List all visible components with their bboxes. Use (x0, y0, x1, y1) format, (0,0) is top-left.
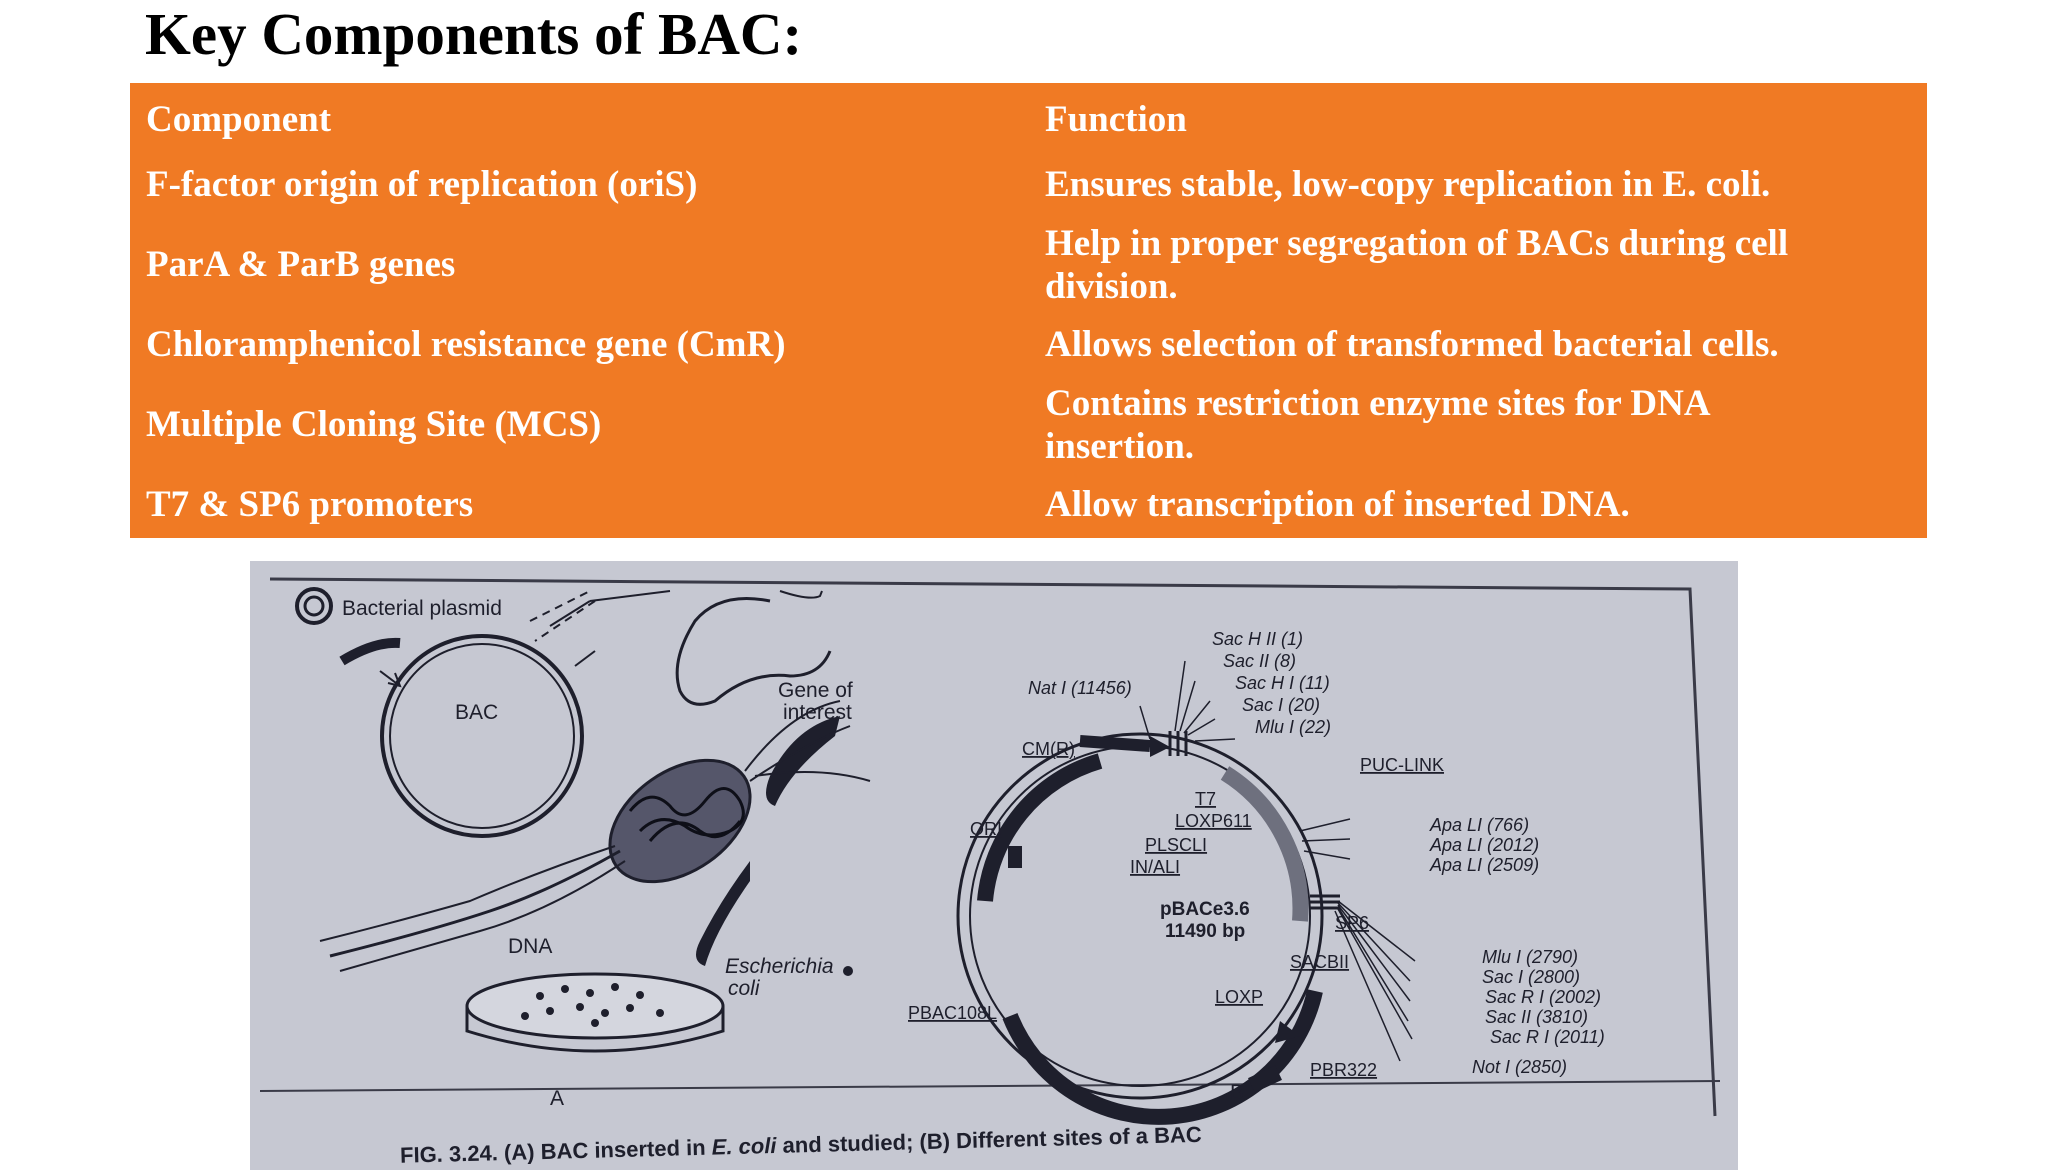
row-3-component: Chloramphenicol resistance gene (CmR) (146, 324, 786, 365)
pbace36-plasmid-map (956, 660, 1416, 1125)
legend-bacterial-plasmid: Bacterial plasmid (342, 597, 502, 620)
plasmid-name: pBACe3.6 (1160, 899, 1250, 920)
site-nat-i: Nat I (11456) (1028, 678, 1132, 698)
site-sac-ii-3810: Sac II (3810) (1485, 1007, 1588, 1027)
label-plscli: PLSCLI (1145, 835, 1207, 855)
row-3-function: Allows selection of transformed bacteria… (1045, 324, 1779, 365)
bac-figure-drawing: Bacterial plasmid BAC Gene of interest (259, 577, 1721, 1168)
components-table: Component Function F-factor origin of re… (130, 83, 1927, 538)
label-ori: ORI (970, 819, 1002, 839)
page-title: Key Components of BAC: (145, 1, 803, 67)
label-escherichia: Escherichia (725, 955, 834, 978)
site-sac-i: Sac I (20) (1242, 695, 1320, 715)
bac-plasmid-circle (380, 634, 584, 838)
row-1-function: Ensures stable, low-copy replication in … (1045, 164, 1771, 205)
label-part-a: A (550, 1087, 564, 1110)
site-mlu-i: Mlu I (22) (1255, 717, 1331, 737)
row-4-component: Multiple Cloning Site (MCS) (146, 404, 602, 445)
column-header-component: Component (146, 99, 332, 140)
label-pbr322: PBR322 (1310, 1060, 1377, 1080)
label-sacbii: SACBII (1290, 952, 1349, 972)
label-pbac108l: PBAC108L (908, 1003, 997, 1023)
site-mlu-i-2790: Mlu I (2790) (1482, 947, 1578, 967)
row-5-function: Allow transcription of inserted DNA. (1045, 484, 1630, 525)
site-apa-li-766: Apa LI (766) (1429, 815, 1529, 835)
label-sp6: SP6 (1335, 913, 1369, 933)
label-loxp611: LOXP611 (1175, 811, 1252, 831)
plasmid-size: 11490 bp (1165, 921, 1245, 942)
label-gene-of-interest-1: Gene of (778, 679, 853, 702)
site-sac-h-i: Sac H I (11) (1235, 673, 1330, 693)
ecoli-bacterium-illustration (319, 700, 871, 972)
label-part-b: B (1230, 1081, 1244, 1104)
label-cm-r: CM(R) (1022, 739, 1075, 759)
site-sac-r-i-2011: Sac R I (2011) (1490, 1027, 1605, 1047)
row-2-component: ParA & ParB genes (146, 244, 456, 285)
site-sac-ii: Sac II (8) (1223, 651, 1296, 671)
figure-caption: FIG. 3.24. (A) BAC inserted in E. coli a… (400, 1122, 1202, 1168)
label-coli: coli (728, 977, 761, 1000)
bac-figure: Bacterial plasmid BAC Gene of interest (250, 561, 1738, 1170)
bacterial-plasmid-legend-icon (295, 587, 333, 625)
column-header-function: Function (1045, 99, 1187, 140)
row-2-function-line1: Help in proper segregation of BACs durin… (1045, 223, 1789, 264)
label-puc-link: PUC-LINK (1360, 755, 1444, 775)
site-sac-h-ii: Sac H II (1) (1212, 629, 1303, 649)
label-loxp: LOXP (1215, 987, 1263, 1007)
site-apa-li-2509: Apa LI (2509) (1429, 855, 1539, 875)
label-dna: DNA (508, 935, 552, 958)
site-not-i-2850: Not I (2850) (1472, 1057, 1567, 1077)
label-bac: BAC (455, 701, 498, 724)
label-t7: T7 (1195, 789, 1216, 809)
label-in-ali: IN/ALI (1130, 857, 1180, 877)
row-1-component: F-factor origin of replication (oriS) (146, 164, 698, 205)
row-4-function-line2: insertion. (1045, 426, 1195, 467)
site-sac-r-i-2002: Sac R I (2002) (1485, 987, 1601, 1007)
row-4-function-line1: Contains restriction enzyme sites for DN… (1045, 383, 1711, 424)
petri-dish-illustration (465, 972, 725, 1053)
site-sac-i-2800: Sac I (2800) (1482, 967, 1580, 987)
row-2-function-line2: division. (1045, 266, 1178, 307)
label-gene-of-interest-2: interest (783, 701, 852, 724)
row-5-component: T7 & SP6 promoters (146, 484, 474, 525)
site-apa-li-2012: Apa LI (2012) (1429, 835, 1539, 855)
